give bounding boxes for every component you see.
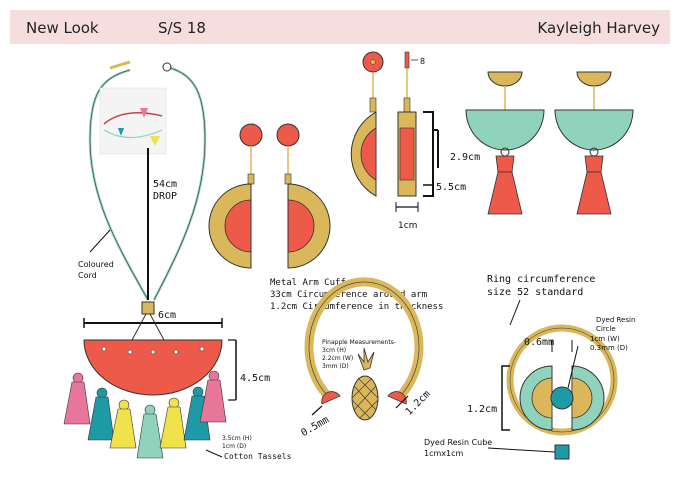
cuff-end-width: 0.5mm: [299, 414, 331, 439]
half-circle-earring: [350, 51, 384, 197]
tassel-mint: [136, 404, 164, 459]
height-label: 4.5cm: [240, 373, 270, 384]
height-bottom-label: 5.5cm: [436, 182, 466, 193]
width-label: 6cm: [158, 310, 176, 321]
circle-title-1: Dyed Resin: [596, 316, 635, 324]
necklace-drawing: 54cm DROP Coloured Cord 6cm 4.5cm: [63, 60, 292, 461]
tassel-earring-left: [465, 71, 545, 215]
ring-title-2: size 52 standard: [487, 287, 583, 298]
brand-label: New Look: [26, 19, 99, 37]
gold-bead: [141, 301, 155, 315]
cube-size: 1cmx1cm: [424, 449, 464, 458]
cord-label: Coloured: [78, 260, 114, 269]
tassel-dim-2: 1cm (D): [222, 443, 246, 450]
circle-earrings: [208, 123, 331, 269]
resin-cube: [554, 444, 570, 460]
height-top-label: 2.9cm: [450, 152, 480, 163]
tassel-label: Cotton Tassels: [224, 452, 292, 461]
circle-w: 1cm (W): [590, 335, 620, 343]
width-label-earring: 1cm: [398, 221, 417, 231]
tassel-yellow-2: [159, 397, 187, 449]
stud-label: 8: [420, 57, 425, 66]
earring-side-view: 8 2.9cm 5.5cm 1cm: [395, 51, 480, 231]
header-bar: New Look S/S 18 Kayleigh Harvey: [10, 10, 670, 44]
tassel-yellow-1: [109, 399, 137, 449]
pineapple-title: Pinapple Measurements-: [322, 339, 396, 346]
pineapple-h: 3cm (H): [322, 347, 346, 354]
clasp-chain: [109, 60, 131, 70]
designer-label: Kayleigh Harvey: [537, 19, 660, 37]
cuff-title-2: 33cm Circumference around arm: [270, 290, 427, 300]
tassels: [63, 370, 227, 459]
ring-height-label: 1.2cm: [467, 404, 497, 415]
tassel-pink-left: [63, 372, 91, 425]
pineapple-w: 2.2cm (W): [322, 355, 353, 362]
pendant: [83, 339, 223, 396]
ring-title-1: Ring circumference: [487, 274, 595, 285]
cuff-title-1: Metal Arm Cuff: [270, 278, 346, 288]
cuff-title-3: 1.2cm Circumference in thickness: [270, 302, 443, 312]
pineapple: [351, 347, 379, 421]
tassel-earrings: [465, 71, 634, 215]
tassel-dim-1: 3.5cm (H): [222, 435, 252, 442]
tassel-teal-1: [87, 387, 115, 441]
cord-leader: [89, 229, 111, 253]
circle-d: 0.3mm (D): [590, 344, 628, 352]
cord-label-2: Cord: [78, 271, 97, 280]
cuff-end-left: [321, 391, 341, 405]
ring-gap-label: 0.6mm: [524, 337, 554, 348]
tassel-earring-right: [554, 71, 634, 215]
arm-cuff: Metal Arm Cuff 33cm Circumference around…: [270, 277, 443, 439]
pineapple-d: 3mm (D): [322, 363, 349, 370]
clasp-ring: [162, 62, 172, 72]
drop-label-2: DROP: [153, 191, 177, 202]
drop-label: 54cm: [153, 179, 177, 190]
season-label: S/S 18: [158, 19, 206, 37]
resin-circle: [550, 386, 574, 410]
ring: Ring circumference size 52 standard 0.6m…: [424, 274, 635, 460]
cuff-end-right: [387, 391, 407, 405]
circle-title-2: Circle: [596, 325, 616, 333]
tassel-pink-right: [199, 370, 227, 423]
product-photo: [99, 87, 167, 155]
cube-title: Dyed Resin Cube: [424, 438, 492, 447]
